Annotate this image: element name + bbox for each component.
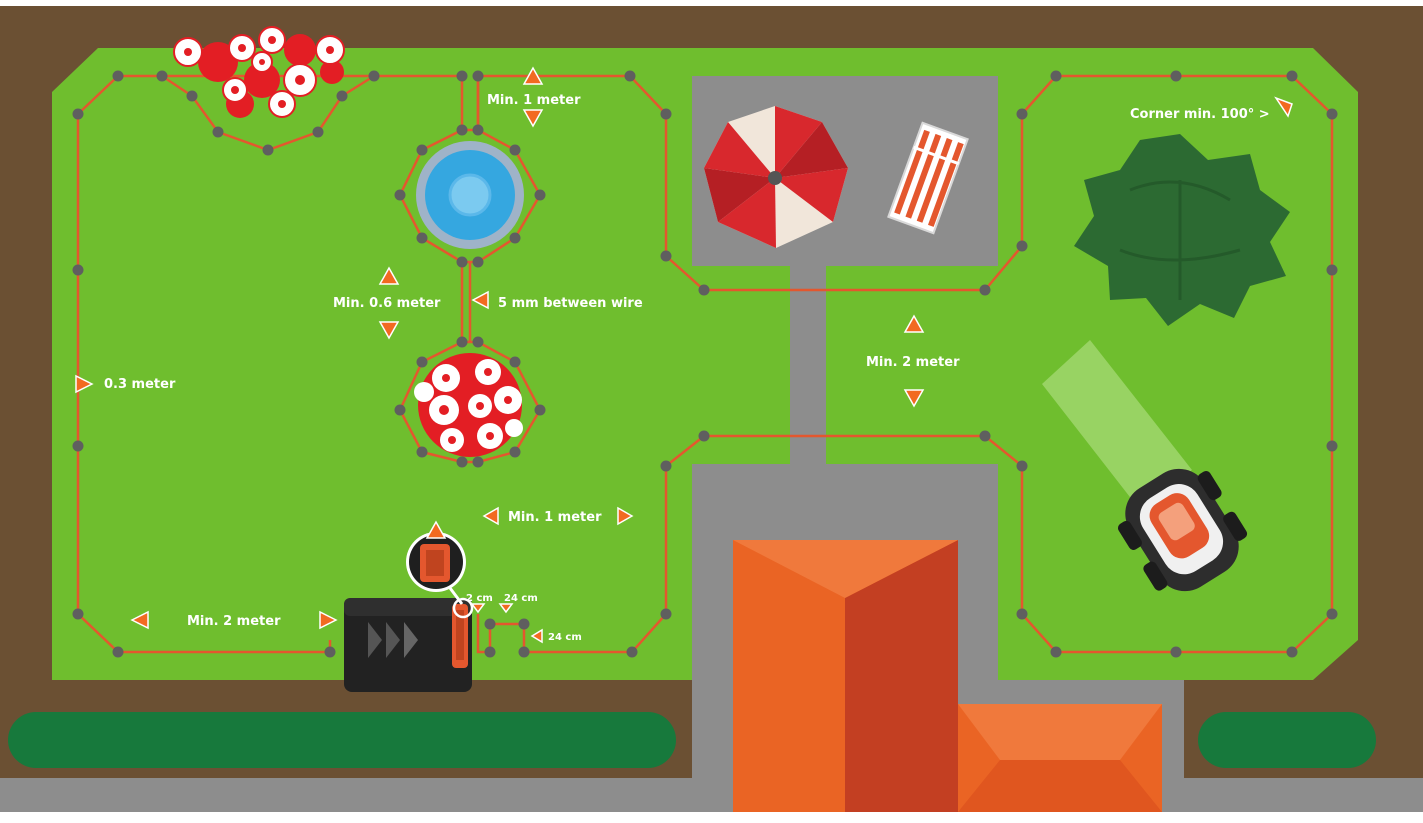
label-5mm-between-wire: 5 mm between wire — [498, 296, 643, 311]
label-2-cm: 2 cm — [466, 593, 493, 604]
fountain-icon — [416, 141, 524, 249]
label-corner-min: Corner min. 100° > — [1130, 107, 1270, 122]
house-roof-icon — [733, 540, 1162, 812]
top-margin — [0, 0, 1423, 6]
flower-bed-icon — [414, 353, 523, 457]
sun-lounger-icon — [887, 121, 969, 235]
label-min-2-meter-right: Min. 2 meter — [866, 355, 960, 370]
parasol-icon — [704, 106, 848, 248]
label-24-cm-top: 24 cm — [504, 593, 538, 604]
label-0-3-meter: 0.3 meter — [104, 377, 176, 392]
label-24-cm-side: 24 cm — [548, 632, 582, 643]
measurement-arrows — [75, 66, 1293, 644]
label-min-1-meter-top: Min. 1 meter — [487, 93, 581, 108]
mower-light-beam — [1042, 340, 1192, 510]
charging-detail-magnifier — [406, 532, 474, 619]
garden-path — [790, 266, 826, 466]
bottom-margin — [0, 812, 1423, 823]
wire-pegs — [72, 70, 1338, 658]
tree-icon — [1074, 134, 1290, 326]
robot-mower-icon — [1117, 468, 1248, 592]
label-min-06-meter: Min. 0.6 meter — [333, 296, 441, 311]
label-min-1-meter-bottom: Min. 1 meter — [508, 510, 602, 525]
label-min-2-meter-left: Min. 2 meter — [187, 614, 281, 629]
hedge-left — [8, 712, 676, 768]
flower-bed-icon — [173, 26, 345, 118]
lawn — [52, 48, 1358, 680]
hedge-right — [1198, 712, 1376, 768]
charging-station-icon — [344, 598, 472, 692]
